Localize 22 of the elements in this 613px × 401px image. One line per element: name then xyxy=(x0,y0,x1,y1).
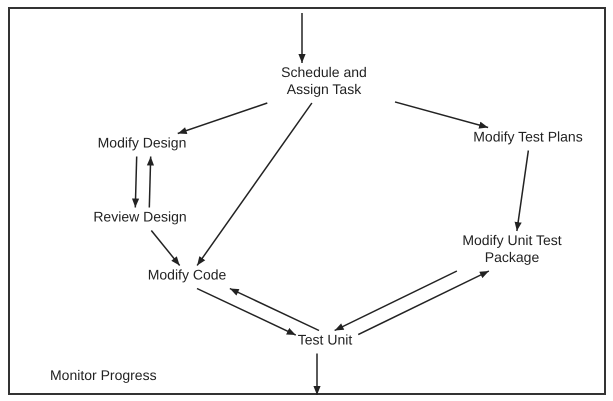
arrow xyxy=(313,354,321,395)
step-text: Schedule and Assign Task xyxy=(259,64,389,98)
arrow xyxy=(132,156,140,208)
arrow xyxy=(230,288,320,332)
arrow xyxy=(298,13,306,63)
arrow xyxy=(514,150,530,232)
step-text: Modify Design xyxy=(98,134,186,152)
arrow xyxy=(196,102,312,266)
arrow xyxy=(358,270,490,336)
arrow xyxy=(334,270,458,332)
arrow xyxy=(150,230,180,266)
frame-box xyxy=(8,7,606,395)
arrow xyxy=(196,288,296,336)
step-text: Modify Code xyxy=(148,266,226,284)
step-text: Modify Unit Test Package xyxy=(456,232,568,266)
frame-label: Monitor Progress xyxy=(50,366,157,385)
step-text: Modify Test Plans xyxy=(473,128,583,146)
step-text: Review Design xyxy=(93,208,187,226)
arrow xyxy=(394,101,488,129)
arrow xyxy=(146,156,154,208)
step-text: Test Unit xyxy=(298,332,352,348)
arrow xyxy=(178,102,268,134)
